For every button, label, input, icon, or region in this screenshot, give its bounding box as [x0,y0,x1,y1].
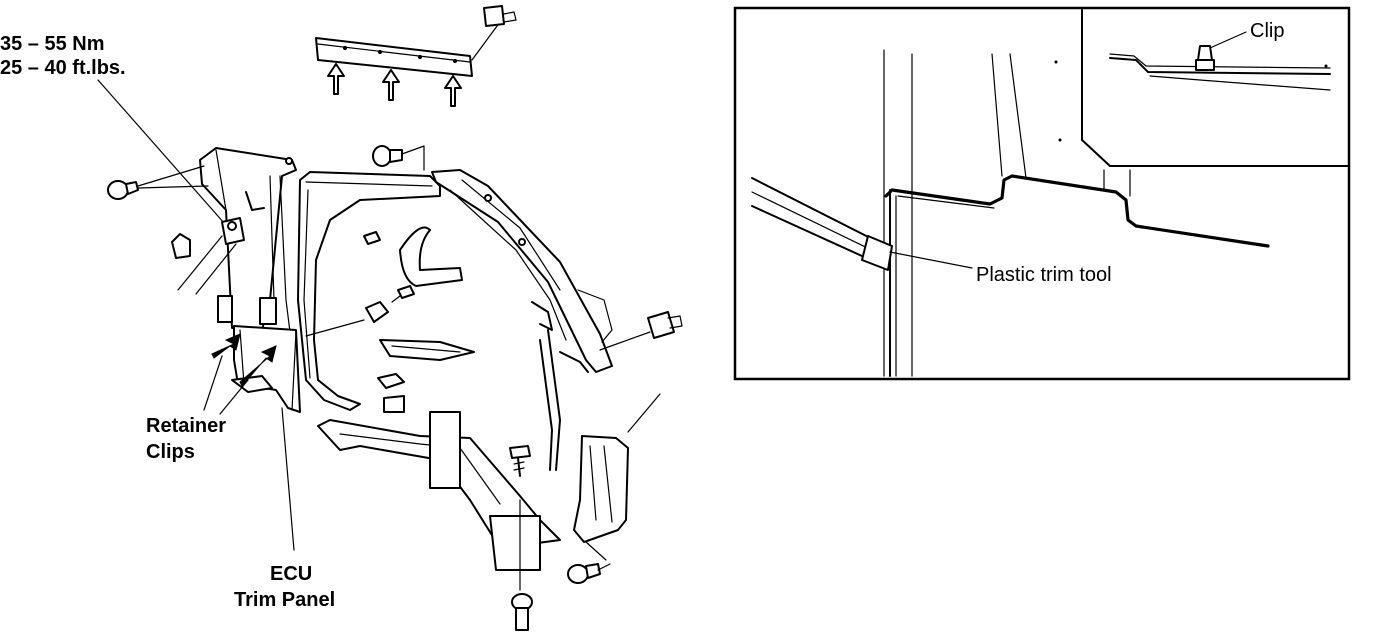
sill-trim [317,411,561,591]
inset-frame [733,6,1351,381]
mushroom-clip-icon [567,563,611,584]
c-pillar-trim [431,169,651,471]
mushroom-clip-icon [372,145,425,171]
clip-label: Clip [1250,20,1284,42]
torque-nm-label: 35 – 55 Nm [0,33,105,55]
torque-ftlbs-label: 25 – 40 ft.lbs. [0,57,126,79]
clip-icon [171,233,191,259]
ecu-trim-panel-label-line2: Trim Panel [234,589,335,611]
pillar-section [883,49,1131,377]
belt-anchor-bolt [177,217,245,295]
quarter-trim-panel [297,171,475,413]
clip-detail-subinset: Clip [1081,9,1349,167]
exploded-trim-assembly: 35 – 55 Nm 25 – 40 ft.lbs. Retainer Clip… [0,5,683,631]
push-clip-icon [483,5,517,27]
retainer-clips-label-line2: Clips [146,441,195,463]
ecu-trim-panel [217,295,301,413]
rear-lower-panel [573,393,661,561]
screw-icon [509,445,531,477]
push-arrow-icon [327,63,462,107]
panel-profile [884,174,1270,248]
plastic-trim-tool: Plastic trim tool [751,177,1112,286]
detail-inset: Clip Plastic trim tool [733,6,1351,381]
push-clip-icon [647,311,683,339]
mushroom-clip-icon [107,165,209,200]
mushroom-clip-icon [511,593,533,631]
retainer-clip-arrows [203,333,277,415]
ecu-trim-panel-label-line1: ECU [270,563,312,585]
torque-leader-line [97,79,233,233]
retainer-clips-label-line1: Retainer [146,415,226,437]
plastic-trim-tool-label: Plastic trim tool [976,264,1112,286]
upper-trim-strip [315,21,501,77]
ecu-leader-line [281,407,295,551]
